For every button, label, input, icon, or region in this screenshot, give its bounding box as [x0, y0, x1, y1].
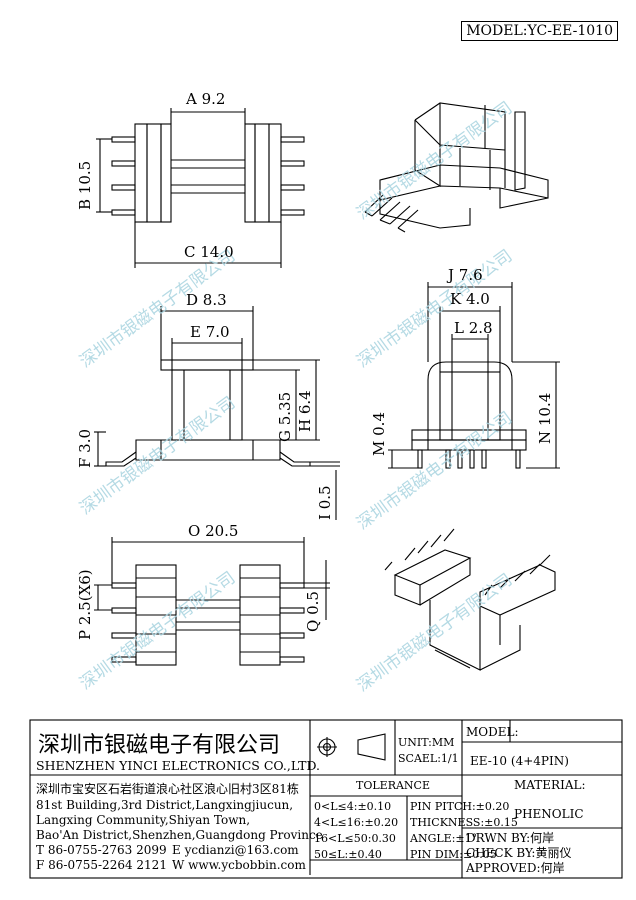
company-name-cn: 深圳市银磁电子有限公司	[38, 733, 280, 758]
company-email: E ycdianzi@163.com	[172, 843, 299, 857]
dim-e: E 7.0	[190, 323, 230, 341]
approved-by: APPROVED:何岸	[465, 861, 565, 875]
title-block	[29, 719, 623, 879]
dim-k: K 4.0	[450, 290, 490, 308]
company-address-en-2: Langxing Community,Shiyan Town,	[36, 813, 250, 827]
tolerance-1: 0<L≤4:±0.10	[314, 800, 391, 813]
dim-m: M 0.4	[370, 412, 388, 456]
tolerance-4: 50≤L:±0.40	[314, 848, 382, 861]
dim-a: A 9.2	[185, 90, 225, 108]
side-view	[388, 282, 560, 469]
dim-l: L 2.8	[454, 319, 493, 337]
watermark: 深圳市银磁电子有限公司	[76, 393, 239, 519]
watermark: 深圳市银磁电子有限公司	[353, 246, 516, 372]
dim-f: F 3.0	[76, 429, 94, 468]
material-head: MATERIAL:	[514, 778, 586, 792]
pin-dim: PIN DIM:±0.05	[410, 848, 497, 861]
company-address-cn: 深圳市宝安区石岩街道浪心社区浪心旧村3区81栋	[36, 781, 299, 796]
company-tel: T 86-0755-2763 2099	[36, 843, 167, 857]
iso-view-bottom	[384, 528, 556, 671]
title-block-text: 深圳市银磁电子有限公司 SHENZHEN YINCI ELECTRONICS C…	[36, 725, 586, 875]
dim-j: J 7.6	[446, 266, 483, 284]
dim-p: P 2.5(X6)	[76, 569, 94, 640]
company-address-en-3: Bao'An District,Shenzhen,Guangdong Provi…	[36, 828, 323, 842]
front-view	[94, 306, 340, 520]
watermark: 深圳市银磁电子有限公司	[353, 570, 516, 696]
model-head: MODEL:	[466, 725, 519, 739]
unit-label: UNIT:MM	[398, 736, 454, 749]
watermark: 深圳市银磁电子有限公司	[353, 98, 516, 224]
dim-g: G 5.35	[276, 392, 294, 442]
dim-c: C 14.0	[184, 243, 234, 261]
dim-d: D 8.3	[186, 291, 227, 309]
company-fax: F 86-0755-2264 2121	[36, 858, 167, 872]
company-address-en-1: 81st Building,3rd District,Langxingjiucu…	[36, 798, 293, 812]
dim-h: H 6.4	[296, 390, 314, 432]
material-value: PHENOLIC	[514, 807, 584, 821]
dim-n: N 10.4	[536, 393, 554, 444]
dim-o: O 20.5	[188, 522, 238, 540]
model-label: MODEL:YC-EE-1010	[461, 21, 618, 41]
thickness: THICKNESS:±0.15	[410, 816, 518, 829]
model-value: EE-10 (4+4PIN)	[470, 754, 569, 768]
company-web: W www.ycbobbin.com	[172, 858, 306, 872]
dim-i: I 0.5	[316, 485, 334, 520]
dimension-labels: A 9.2 B 10.5 C 14.0 D 8.3 E 7.0 F 3.0 G …	[76, 90, 554, 640]
tolerance-title: TOLERANCE	[356, 779, 430, 792]
dim-q: Q 0.5	[304, 591, 322, 632]
scale-label: SCAEL:1/1	[398, 752, 459, 765]
dim-b: B 10.5	[76, 161, 94, 210]
top-view	[96, 108, 305, 268]
pin-pitch: PIN PITCH:±0.20	[410, 800, 509, 813]
company-name-en: SHENZHEN YINCI ELECTRONICS CO.,LTD.	[36, 758, 320, 773]
angle: ANGLE:±1°	[409, 832, 477, 845]
watermark: 深圳市银磁电子有限公司	[76, 568, 239, 694]
iso-view-top	[364, 102, 549, 233]
drawn-by: DRWN BY:何岸	[466, 831, 554, 845]
tolerance-3: 16<L≤50:0.30	[314, 832, 396, 845]
bottom-view	[94, 537, 330, 666]
check-by: CHECK BY:黄丽仪	[466, 846, 571, 860]
tolerance-2: 4<L≤16:±0.20	[314, 816, 398, 829]
